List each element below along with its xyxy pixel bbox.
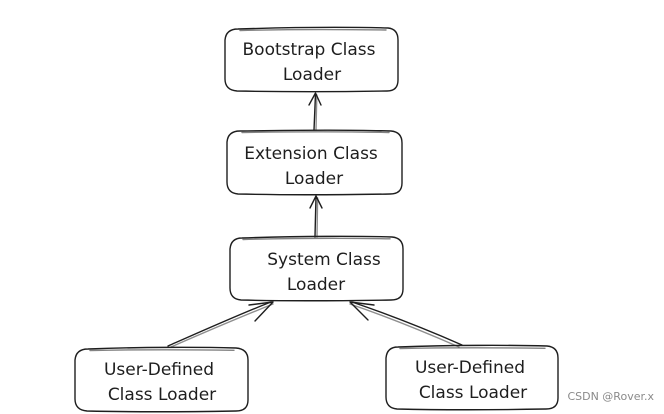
system-label-line1: System Class [267,250,381,270]
bootstrap-label-line1: Bootstrap Class [243,40,376,60]
extension-label-line2: Loader [285,169,343,189]
watermark-text: CSDN @Rover.x [567,390,654,403]
system-label-line2: Loader [287,275,345,295]
system-class-loader-node: System Class Loader [229,235,404,302]
arrow-extension-to-bootstrap [308,92,322,131]
user-left-label-line1: User-Defined [104,360,214,380]
extension-label-line1: Extension Class [244,144,378,164]
arrow-user-right-to-system [349,301,463,348]
arrow-user-left-to-system [167,301,274,348]
bootstrap-label-line2: Loader [283,65,341,85]
user-defined-class-loader-right-node: User-Defined Class Loader [385,344,559,411]
bootstrap-class-loader-node: Bootstrap Class Loader [224,26,399,93]
user-right-label-line2: Class Loader [419,383,527,403]
arrow-system-to-extension [309,195,323,238]
user-right-label-line1: User-Defined [415,358,525,378]
extension-class-loader-node: Extension Class Loader [226,129,403,196]
user-defined-class-loader-left-node: User-Defined Class Loader [74,346,249,413]
user-left-label-line2: Class Loader [108,385,216,405]
